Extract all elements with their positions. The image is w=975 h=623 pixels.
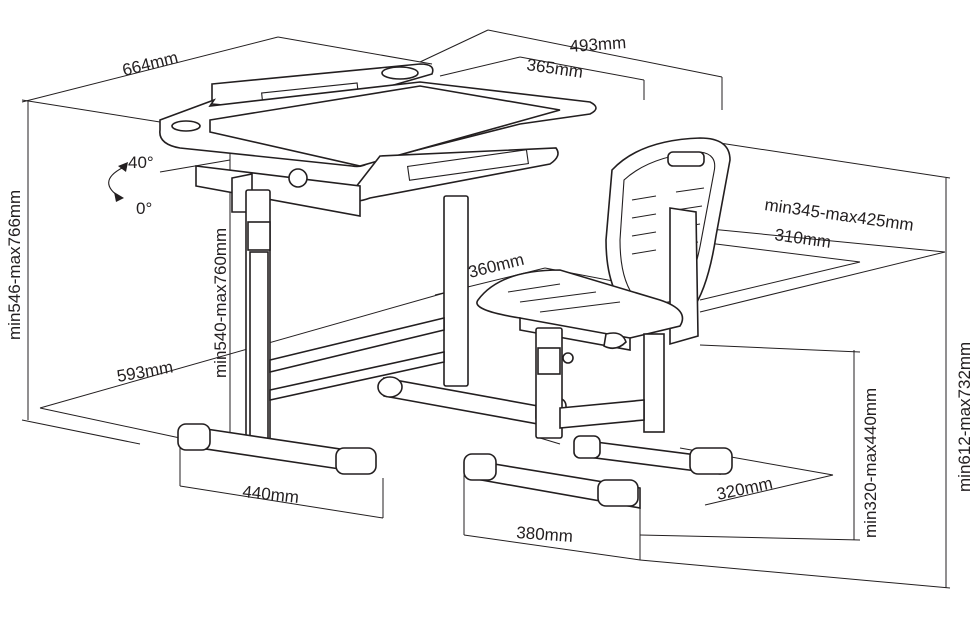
label-chair-total-height: min612-max732mm bbox=[955, 342, 974, 492]
dimension-lines bbox=[21, 29, 951, 589]
label-seat-height: min320-max440mm bbox=[861, 388, 880, 538]
label-desk-foot-width: 440mm bbox=[242, 482, 300, 507]
label-desk-top-inner: 365mm bbox=[525, 55, 584, 82]
label-tilt-max: 40° bbox=[128, 153, 154, 172]
label-floor-span: 593mm bbox=[115, 357, 174, 386]
label-back-width: 310mm bbox=[773, 225, 832, 252]
label-desk-leg-height: min540-max760mm bbox=[211, 228, 230, 378]
label-tilt-min: 0° bbox=[136, 199, 152, 218]
label-desk-width-total: 493mm bbox=[569, 33, 627, 56]
label-chair-foot-depth: 320mm bbox=[715, 474, 774, 504]
label-desk-depth: 664mm bbox=[120, 48, 180, 80]
label-desk-height-total: min546-max766mm bbox=[5, 190, 24, 340]
desk bbox=[108, 63, 597, 475]
label-chair-foot-width: 380mm bbox=[516, 523, 574, 546]
chair bbox=[463, 137, 733, 509]
